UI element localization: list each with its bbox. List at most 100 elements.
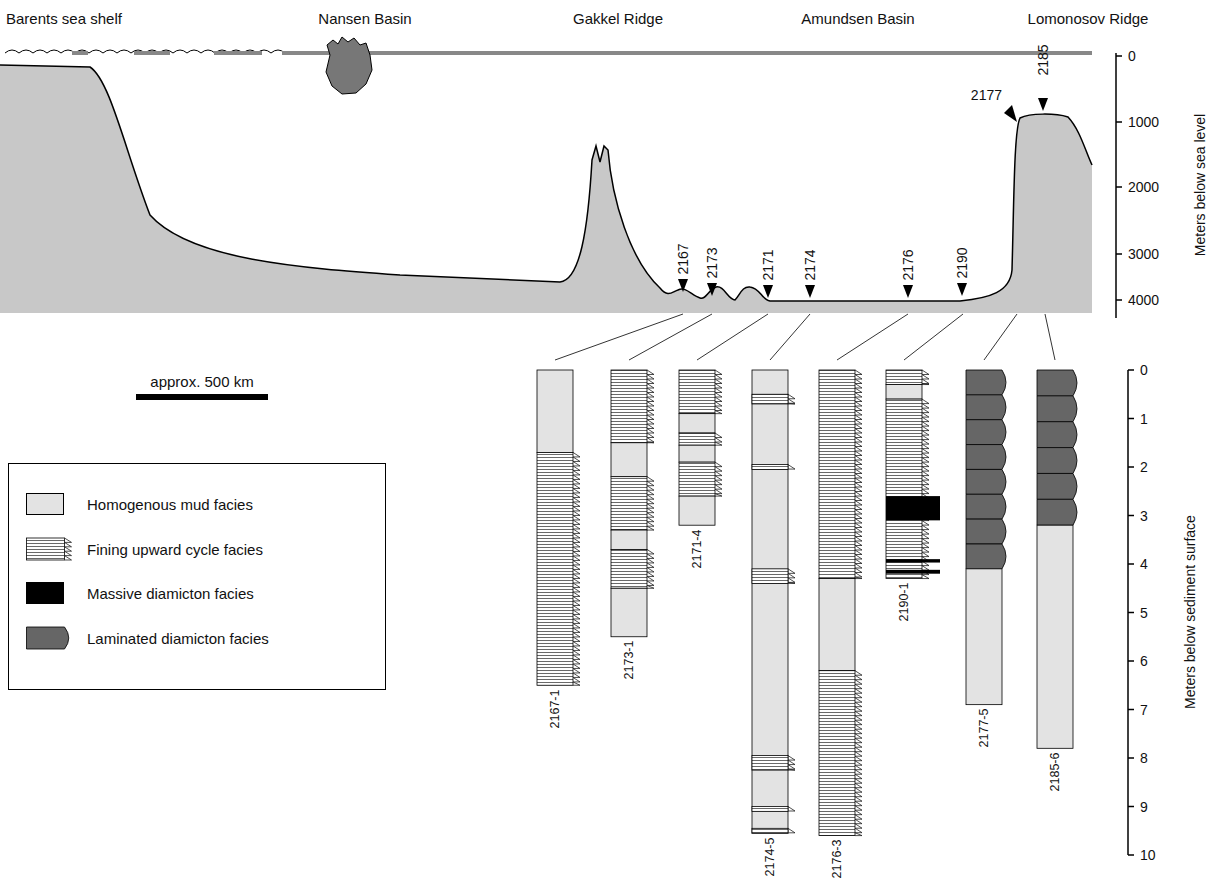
fining-upward-interval xyxy=(752,394,788,404)
station-number: 2167 xyxy=(676,243,690,274)
fining-teeth xyxy=(788,394,795,404)
fining-teeth xyxy=(573,452,580,685)
laminated-diamicton-block xyxy=(1037,473,1077,499)
region-label: Barents sea shelf xyxy=(6,11,122,26)
laminated-diamicton-block xyxy=(966,544,1006,569)
core-logs xyxy=(537,98,1077,836)
leader-line xyxy=(555,314,683,360)
axis-tick-label: 2 xyxy=(1140,460,1148,474)
mud-interval xyxy=(679,414,715,433)
fining-upward-interval xyxy=(886,399,922,578)
fining-upward-interval xyxy=(537,452,573,685)
fining-upward-interval xyxy=(679,370,715,414)
axis-tick-label: 0 xyxy=(1128,49,1136,63)
laminated-diamicton-block xyxy=(1037,396,1077,422)
legend-symbol xyxy=(26,625,76,651)
fining-teeth xyxy=(647,477,654,530)
fining-upward-interval xyxy=(611,549,647,588)
leader-line xyxy=(1045,314,1055,360)
fining-teeth xyxy=(922,370,929,385)
axis-tick-label: 8 xyxy=(1140,751,1148,765)
core-name: 2171-4 xyxy=(691,529,704,568)
axis-tick-label: 4000 xyxy=(1128,293,1159,307)
axis-tick-label: 10 xyxy=(1140,848,1156,862)
core-name: 2190-1 xyxy=(898,583,911,622)
fining-upward-interval xyxy=(752,828,788,833)
fining-upward-interval xyxy=(679,433,715,445)
station-marker xyxy=(1004,105,1017,122)
scale-label: approx. 500 km xyxy=(150,374,253,389)
fining-upward-interval xyxy=(886,370,922,385)
laminated-diamicton-block xyxy=(1037,370,1077,396)
station-number: 2171 xyxy=(761,249,775,280)
core-name: 2177-5 xyxy=(978,709,991,748)
scale-bar xyxy=(136,394,268,400)
mud-interval xyxy=(679,445,715,462)
leader-line xyxy=(837,314,908,360)
station-marker xyxy=(957,283,967,296)
legend-fining-pattern xyxy=(27,538,65,560)
axis-tick-label: 2000 xyxy=(1128,180,1159,194)
fining-upward-interval xyxy=(752,756,788,771)
fining-upward-interval xyxy=(752,807,788,812)
fining-teeth xyxy=(788,807,795,812)
legend-fining-teeth xyxy=(65,538,72,560)
legend-laminated-symbol xyxy=(27,627,69,649)
mud-interval xyxy=(966,569,1002,705)
core-log xyxy=(752,314,810,833)
leader-line xyxy=(904,314,963,360)
axis-tick-label: 0 xyxy=(1140,363,1148,377)
axis-tick-label: 1000 xyxy=(1128,115,1159,129)
fining-upward-interval xyxy=(679,462,715,496)
fining-teeth xyxy=(647,549,654,588)
core-log xyxy=(1037,314,1077,748)
leader-line xyxy=(770,314,810,360)
laminated-diamicton-block xyxy=(1037,499,1077,525)
laminated-diamicton-block xyxy=(966,519,1006,544)
legend-swatch xyxy=(26,582,64,604)
mud-interval xyxy=(752,370,788,833)
legend-symbol xyxy=(26,536,76,562)
core-name: 2174-5 xyxy=(764,837,777,876)
fining-teeth xyxy=(855,671,862,836)
axis-tick-label: 3000 xyxy=(1128,247,1159,261)
mud-interval xyxy=(886,385,922,400)
core-log xyxy=(537,314,683,685)
station-number: 2177 xyxy=(971,88,1002,102)
laminated-diamicton-block xyxy=(1037,448,1077,474)
mud-interval xyxy=(537,370,573,452)
region-label: Gakkel Ridge xyxy=(573,11,663,26)
axis-tick-label: 9 xyxy=(1140,800,1148,814)
axis-tick-label: 6 xyxy=(1140,654,1148,668)
mud-interval xyxy=(819,579,855,671)
fining-upward-interval xyxy=(611,370,647,443)
station-marker xyxy=(903,285,913,298)
region-label: Amundsen Basin xyxy=(801,11,914,26)
fining-upward-interval xyxy=(752,569,788,584)
fining-teeth xyxy=(788,828,795,833)
laminated-diamicton-block xyxy=(966,395,1006,420)
mud-interval xyxy=(1037,525,1073,748)
mud-interval xyxy=(611,588,647,637)
fining-upward-interval xyxy=(819,370,855,579)
laminated-diamicton-block xyxy=(966,469,1006,494)
fining-teeth xyxy=(647,370,654,443)
axis-title: Meters below sediment surface xyxy=(1183,515,1197,709)
core-name: 2185-6 xyxy=(1049,752,1062,791)
legend-swatch xyxy=(26,493,64,515)
core-name: 2176-3 xyxy=(831,840,844,879)
leader-line xyxy=(629,314,712,360)
seafloor-fill xyxy=(0,65,1092,313)
depth-axis xyxy=(1116,53,1122,318)
mud-interval xyxy=(611,443,647,477)
fining-upward-interval xyxy=(819,671,855,836)
sea-ice-line xyxy=(282,51,1092,55)
region-label: Nansen Basin xyxy=(318,11,411,26)
fining-teeth xyxy=(715,462,722,496)
core-name: 2173-1 xyxy=(623,641,636,680)
region-label: Lomonosov Ridge xyxy=(1028,11,1149,26)
massive-diamicton-interval xyxy=(886,570,940,574)
axis-tick-label: 1 xyxy=(1140,412,1148,426)
seafloor-line xyxy=(0,65,1092,301)
